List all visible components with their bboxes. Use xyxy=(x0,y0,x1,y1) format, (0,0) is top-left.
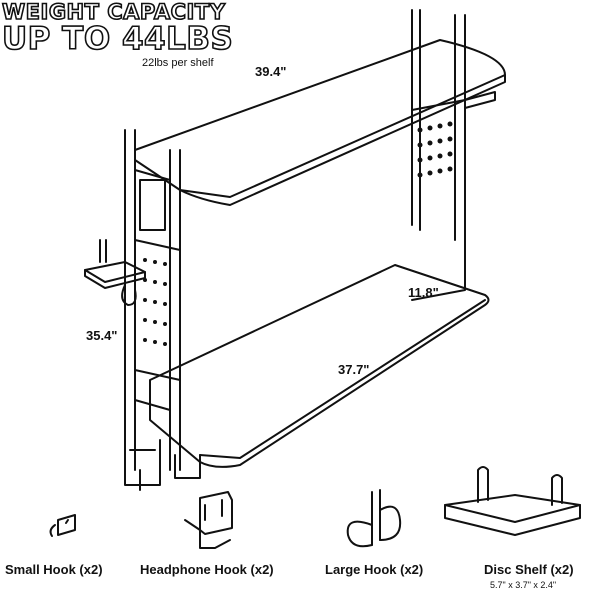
headphone-hook-caption: Headphone Hook (x2) xyxy=(140,562,274,577)
left-upright xyxy=(124,129,136,471)
left-clamp xyxy=(124,439,161,491)
headline-line-2: UP TO 44LBS xyxy=(1,21,234,57)
headline-line-1: WEIGHT CAPACITY xyxy=(1,0,226,24)
large-hook-icon xyxy=(346,489,402,548)
headphone-hook-icon xyxy=(184,491,233,549)
depth-label: 11.8" xyxy=(408,285,439,300)
bottom-width-label: 37.7" xyxy=(338,362,370,377)
top-width-label: 39.4" xyxy=(255,64,287,79)
mounted-large-hook xyxy=(121,284,137,306)
small-hook-caption: Small Hook (x2) xyxy=(5,562,103,577)
large-hook-caption: Large Hook (x2) xyxy=(325,562,424,577)
disc-shelf-size: 5.7" x 3.7" x 2.4" xyxy=(490,580,557,590)
pegboard-holes xyxy=(143,121,453,346)
disc-shelf-caption: Disc Shelf (x2) xyxy=(484,562,574,577)
disc-shelf-icon xyxy=(444,466,581,536)
right-upright xyxy=(411,9,421,231)
small-hook-icon xyxy=(49,514,76,537)
height-label: 35.4" xyxy=(86,328,118,343)
bottom-shelf-board xyxy=(149,264,490,468)
top-shelf-board xyxy=(134,39,506,206)
right-clamp xyxy=(174,454,201,479)
per-shelf-capacity: 22lbs per shelf xyxy=(142,57,214,69)
